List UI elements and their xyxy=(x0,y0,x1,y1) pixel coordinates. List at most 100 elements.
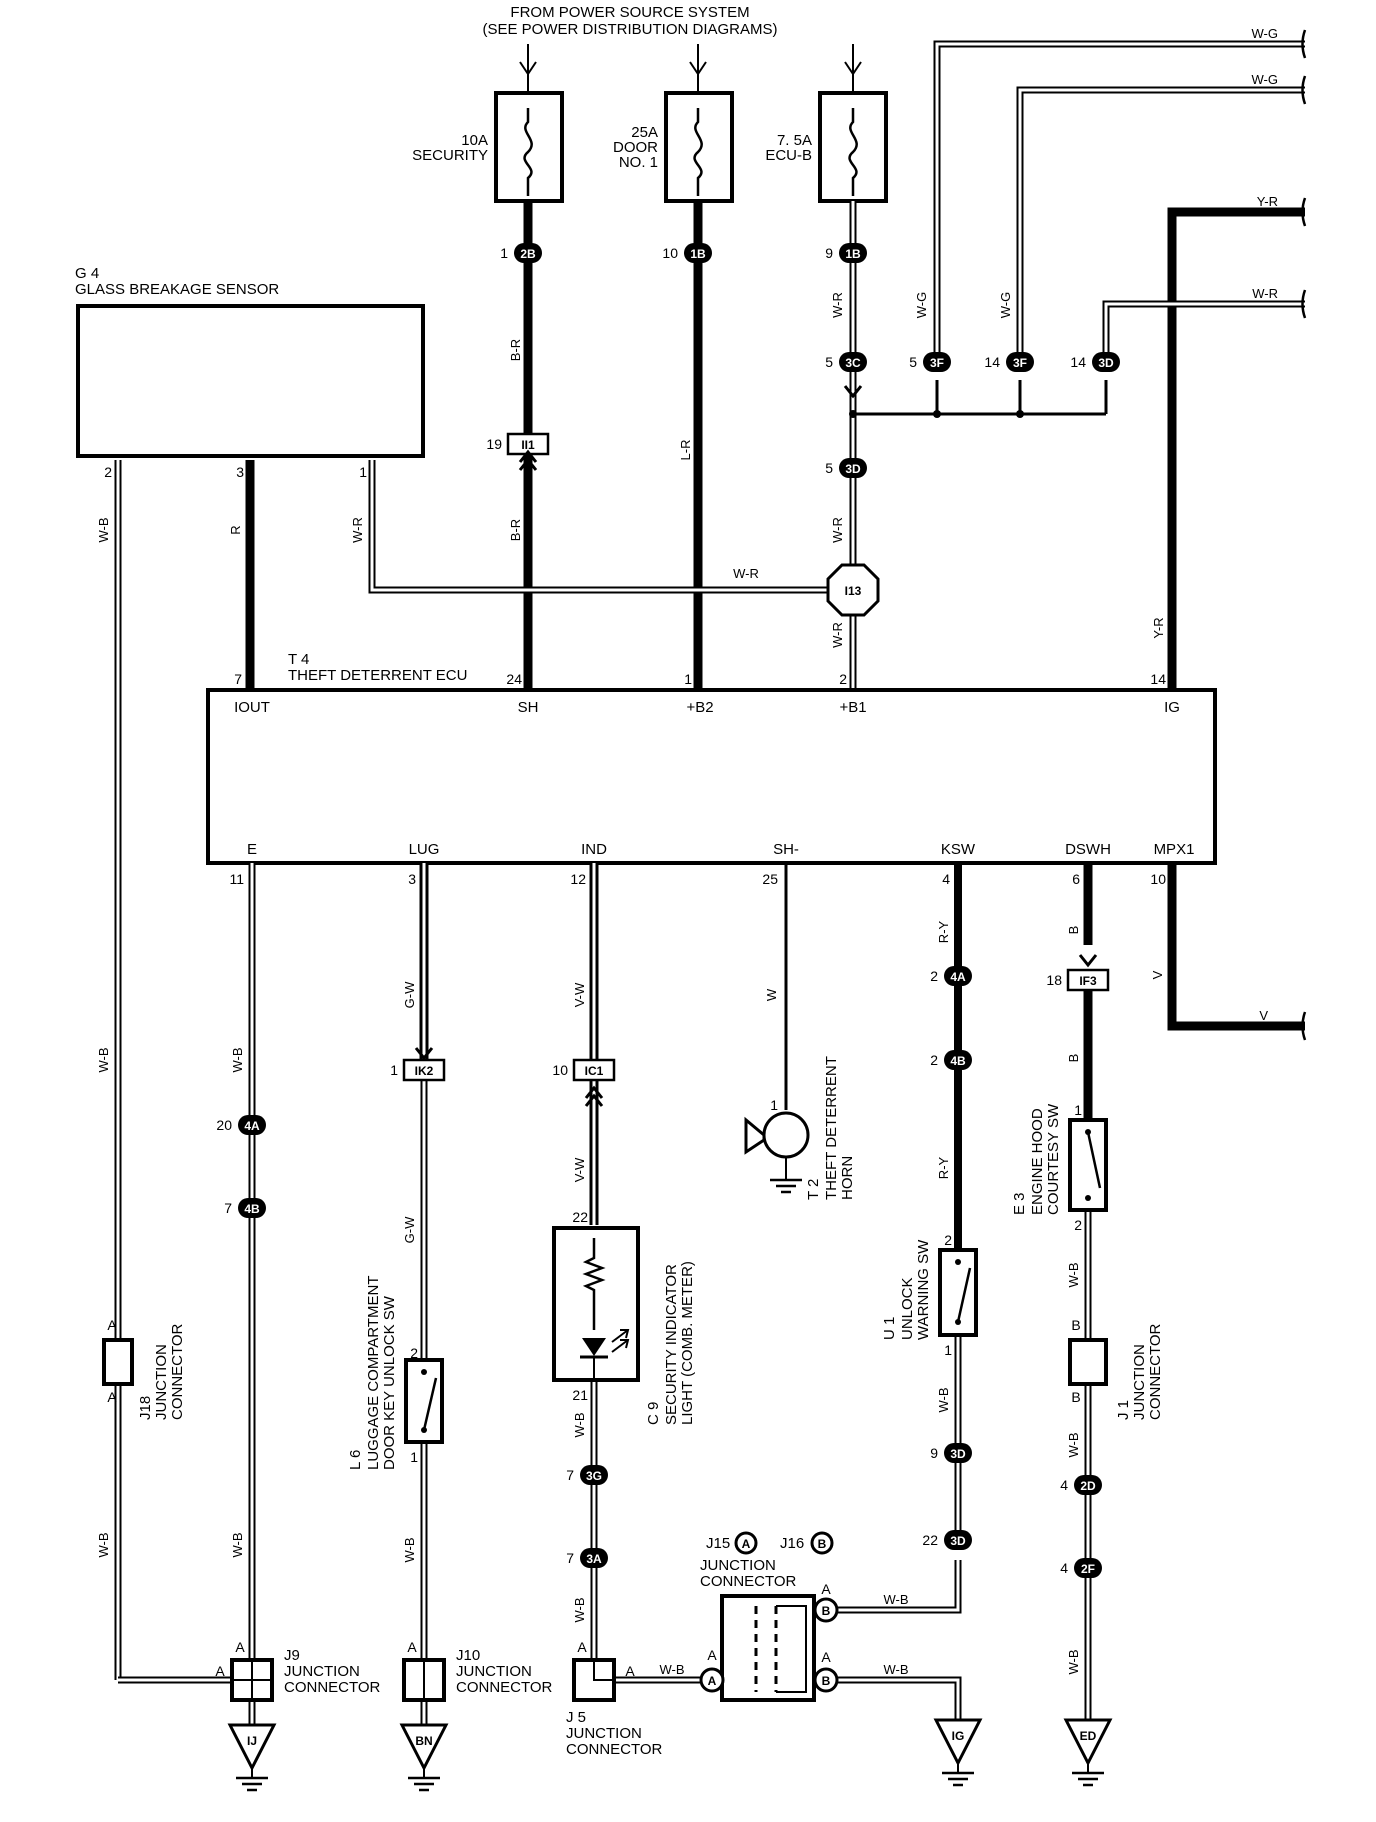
wire-wg-1: W-G xyxy=(1252,26,1278,41)
ground-bn-icon xyxy=(406,1766,442,1792)
ground-bn: BN xyxy=(399,1723,449,1792)
connectors-top: 2B 1 1B 10 1B 9 3C 5 3F 5 3F 14 xyxy=(486,243,1120,617)
ground-ig-icon xyxy=(940,1761,976,1787)
svg-text:J15: J15 xyxy=(706,1535,730,1552)
junction-connector-j5: A A J 5 JUNCTION CONNECTOR xyxy=(566,1639,663,1758)
wire-wr-g4: W-R xyxy=(350,517,365,543)
svg-text:B: B xyxy=(822,1604,831,1618)
svg-text:10: 10 xyxy=(662,245,678,261)
svg-text:3D: 3D xyxy=(845,462,861,476)
svg-text:1: 1 xyxy=(1074,1102,1082,1118)
fuse-security-amp: 10A xyxy=(461,132,488,149)
svg-text:A: A xyxy=(625,1663,635,1679)
ecu-terminal-mpx1: MPX1 xyxy=(1154,841,1195,858)
misc-arrows xyxy=(414,385,1098,1107)
svg-text:J18: J18 xyxy=(137,1396,154,1420)
l6-code: L 6 xyxy=(347,1450,364,1470)
svg-text:1: 1 xyxy=(944,1342,952,1358)
connector-3f-2: 3F 14 xyxy=(984,352,1034,372)
connector-3g: 3G 7 xyxy=(566,1465,608,1485)
t2-code: T 2 xyxy=(805,1179,822,1200)
svg-text:3G: 3G xyxy=(586,1469,602,1483)
svg-text:9: 9 xyxy=(825,245,833,261)
svg-text:A: A xyxy=(821,1649,831,1665)
ground-ij: IJ xyxy=(227,1723,277,1792)
svg-text:2F: 2F xyxy=(1081,1562,1095,1576)
svg-text:JUNCTION: JUNCTION xyxy=(700,1557,776,1574)
svg-text:A: A xyxy=(707,1647,717,1663)
c9-code: C 9 xyxy=(645,1402,662,1425)
svg-text:CONNECTOR: CONNECTOR xyxy=(700,1573,797,1590)
svg-text:V-W: V-W xyxy=(572,982,587,1007)
svg-text:3: 3 xyxy=(408,871,416,887)
svg-text:J 1: J 1 xyxy=(1115,1400,1132,1420)
svg-text:25: 25 xyxy=(762,871,778,887)
header-line-1: FROM POWER SOURCE SYSTEM xyxy=(510,4,749,21)
wire-wr-4: W-R xyxy=(830,622,845,648)
connector-2d: 2D 4 xyxy=(1060,1475,1102,1495)
svg-text:JUNCTION: JUNCTION xyxy=(456,1663,532,1680)
connector-ii1: II1 19 xyxy=(486,432,550,456)
l6-name: LUGGAGE COMPARTMENT xyxy=(365,1276,382,1470)
svg-text:18: 18 xyxy=(1046,972,1062,988)
svg-text:3D: 3D xyxy=(950,1447,966,1461)
junction-connector-j15-j16: J15 A J16 B JUNCTION CONNECTOR A B B A A… xyxy=(699,1531,839,1702)
wires-bottom xyxy=(248,863,1305,1725)
svg-text:W-B: W-B xyxy=(659,1662,684,1677)
svg-text:R-Y: R-Y xyxy=(936,920,951,943)
svg-text:1: 1 xyxy=(500,245,508,261)
svg-text:5: 5 xyxy=(825,354,833,370)
wire-yr-2: Y-R xyxy=(1151,617,1166,638)
t2-name2: HORN xyxy=(839,1156,856,1200)
wire-labels-bottom: W-B W-B W-B W-B G-W G-W W-B V-W V-W W-B … xyxy=(96,920,1268,1677)
connector-3f-1: 3F 5 xyxy=(909,352,951,372)
wire-labels-top: W-G W-G Y-R W-R W-R B-R B-R L-R W-R W-R … xyxy=(96,26,1278,648)
svg-text:CONNECTOR: CONNECTOR xyxy=(284,1679,381,1696)
wire-wr-horiz: W-R xyxy=(733,566,759,581)
svg-text:ED: ED xyxy=(1080,1729,1097,1743)
svg-text:3F: 3F xyxy=(1013,356,1027,370)
wire-wg-4: W-G xyxy=(998,292,1013,318)
svg-text:22: 22 xyxy=(572,1209,588,1225)
header-line-2: (SEE POWER DISTRIBUTION DIAGRAMS) xyxy=(482,21,777,38)
svg-text:1: 1 xyxy=(410,1449,418,1465)
security-indicator-light: 22 21 C 9 SECURITY INDICATOR LIGHT (COMB… xyxy=(552,1209,696,1425)
svg-text:7: 7 xyxy=(566,1467,574,1483)
t4-code: T 4 xyxy=(288,651,309,668)
svg-text:14: 14 xyxy=(1070,354,1086,370)
wire-wr-2: W-R xyxy=(830,292,845,318)
connector-3a: 3A 7 xyxy=(566,1548,608,1568)
connector-4b-ksw: 4B 2 xyxy=(930,1050,972,1070)
svg-text:A: A xyxy=(708,1674,717,1688)
ground-ig: IG xyxy=(933,1718,983,1787)
e3-code: E 3 xyxy=(1011,1192,1028,1215)
svg-text:A: A xyxy=(215,1663,225,1679)
connector-3d-ksw-1: 3D 9 xyxy=(930,1443,972,1463)
svg-text:V: V xyxy=(1259,1008,1268,1023)
wire-br-1: B-R xyxy=(508,339,523,361)
svg-text:A: A xyxy=(407,1639,417,1655)
svg-text:19: 19 xyxy=(486,436,502,452)
svg-text:JUNCTION: JUNCTION xyxy=(1131,1344,1148,1420)
svg-text:W: W xyxy=(764,988,779,1001)
ecu-terminal-ig: IG xyxy=(1164,699,1180,716)
power-input-arrows xyxy=(519,44,862,95)
wire-lr: L-R xyxy=(678,440,693,461)
svg-text:10: 10 xyxy=(552,1062,568,1078)
svg-text:1B: 1B xyxy=(690,247,706,261)
g4-name: GLASS BREAKAGE SENSOR xyxy=(75,281,279,298)
svg-text:B: B xyxy=(1071,1389,1080,1405)
svg-text:JUNCTION: JUNCTION xyxy=(153,1344,170,1420)
svg-text:J10: J10 xyxy=(456,1647,480,1664)
connector-3d-1: 3D 14 xyxy=(1070,352,1120,372)
svg-text:2B: 2B xyxy=(520,247,536,261)
svg-text:W-B: W-B xyxy=(936,1387,951,1412)
svg-text:V: V xyxy=(1150,970,1165,979)
c9-name2: LIGHT (COMB. METER) xyxy=(679,1261,696,1425)
ecu-terminal-lug: LUG xyxy=(409,841,440,858)
ecu-terminal-b2: +B2 xyxy=(686,699,713,716)
connector-3c: 3C 5 xyxy=(825,352,867,372)
svg-text:3D: 3D xyxy=(1098,356,1114,370)
svg-text:10: 10 xyxy=(1150,871,1166,887)
fuse-door-amp: 25A xyxy=(631,124,658,141)
